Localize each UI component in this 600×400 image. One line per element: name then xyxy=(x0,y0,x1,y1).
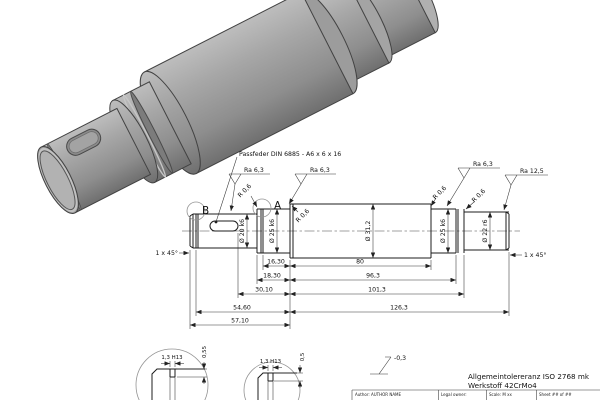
dia-label-31: Ø 31,2 xyxy=(364,221,372,242)
dim-126-3: 126,3 xyxy=(390,305,408,312)
detail-b-boundary xyxy=(135,348,209,400)
detail-a-groove-depth: 0,5 xyxy=(300,353,306,362)
extension-lines xyxy=(189,233,510,329)
ra-label-3: Ra 6,3 xyxy=(473,161,493,168)
title-block-grid xyxy=(351,389,600,400)
detail-a-label: A xyxy=(274,200,282,212)
keyway-note: Passfeder DIN 6885 - A6 x 6 x 16 xyxy=(239,151,341,158)
edge-condition-value: -0,3 xyxy=(394,355,406,362)
fillet-label-4: R 0,6 xyxy=(471,188,487,204)
detail-view-b: 1,3 H13 0,55 xyxy=(135,346,209,400)
shaft-3d-view xyxy=(37,0,439,214)
shaft-2d-view: B A Passfeder DIN 6885 - A6 x 6 x 16 Ra … xyxy=(156,151,548,329)
title-block-sheet: Sheet ## of ## xyxy=(539,392,572,397)
ra-label-2: Ra 6,3 xyxy=(310,167,330,174)
dia-label-25a: Ø 25 k6 xyxy=(268,219,276,243)
detail-a-groove-width: 1,3 H13 xyxy=(260,359,281,365)
keyway-leader-dot xyxy=(214,220,218,224)
edge-condition-symbol: -0,3 xyxy=(370,355,406,375)
ra-label-4: Ra 12,5 xyxy=(520,168,544,175)
detail-b-label: B xyxy=(202,205,209,217)
dia-label-25b: Ø 25 k6 xyxy=(439,219,447,243)
shaft-outline xyxy=(189,203,510,259)
material-note: Werkstoff 42CrMo4 xyxy=(468,381,537,390)
fillet-label-2: R 0,6 xyxy=(295,208,311,224)
dim-30-10: 30,10 xyxy=(255,287,273,294)
dim-80: 80 xyxy=(356,259,364,266)
dia-label-20: Ø 20 k6 xyxy=(238,219,246,243)
surface-finish-symbols xyxy=(228,167,548,212)
fillet-leaders xyxy=(250,195,475,213)
title-block: Allgemeintolereranz ISO 2768 mk Werkstof… xyxy=(351,372,600,400)
detail-b-indicator-circle xyxy=(186,201,206,221)
dim-101-3: 101,3 xyxy=(368,287,386,294)
keyway-leader xyxy=(215,156,238,223)
shaft3d-groove-ring xyxy=(130,91,173,174)
title-block-scale: Scale: M xx xyxy=(489,392,512,397)
detail-a-indicator-circle xyxy=(252,198,272,218)
detail-view-a: 1,3 H13 0,5 xyxy=(243,353,306,400)
chamfer-right-label: 1 x 45° xyxy=(524,251,547,259)
fillet-label-1: R 0,6 xyxy=(237,183,253,199)
chamfer-left-label: 1 x 45° xyxy=(156,249,179,257)
length-dim-lines xyxy=(190,263,509,328)
general-tolerance-note: Allgemeintolereranz ISO 2768 mk xyxy=(468,372,590,381)
diameter-dim-lines xyxy=(244,204,493,258)
dim-96-3: 96,3 xyxy=(366,273,380,280)
dia-label-22: Ø 22 r6 xyxy=(481,219,489,242)
detail-b-groove-depth: 0,55 xyxy=(202,346,208,358)
title-block-legal-owner: Legal owner: xyxy=(441,392,467,397)
ra-label-1: Ra 6,3 xyxy=(244,167,264,174)
fillet-label-3: R 0,6 xyxy=(432,185,448,201)
dim-18-30: 18,30 xyxy=(263,273,281,280)
title-block-author: Author: AUTHOR NAME xyxy=(355,392,402,397)
dim-54-60: 54,60 xyxy=(233,305,251,312)
dim-57-10: 57,10 xyxy=(231,318,249,325)
detail-b-groove-width: 1,3 H13 xyxy=(161,355,182,361)
keyway-slot xyxy=(209,220,239,232)
detail-a-boundary xyxy=(243,361,301,400)
dim-16-30: 16,30 xyxy=(267,259,285,266)
